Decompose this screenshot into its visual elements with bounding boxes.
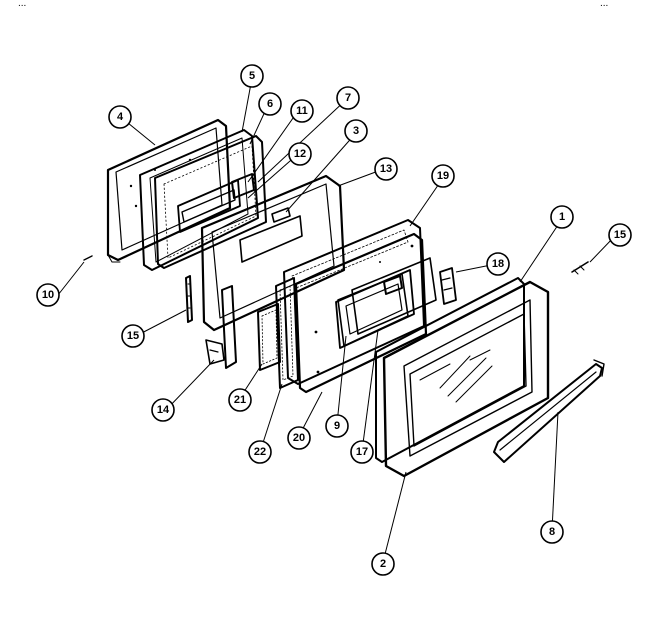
callout-12: 12 bbox=[288, 142, 312, 166]
callout-8-label: 8 bbox=[549, 526, 555, 538]
header-fragment-right: ... bbox=[600, 0, 608, 9]
callout-1-label: 1 bbox=[559, 211, 565, 223]
part-small-bracket bbox=[439, 267, 457, 305]
part-outer-door-frame bbox=[382, 280, 550, 478]
callout-4-label: 4 bbox=[117, 111, 124, 123]
callout-15-right: 15 bbox=[608, 223, 632, 247]
callout-13: 13 bbox=[374, 157, 398, 181]
part-hinge-strip-left bbox=[185, 275, 193, 323]
part-door-liner bbox=[200, 174, 346, 332]
part-door-handle bbox=[493, 359, 605, 463]
callout-6-label: 6 bbox=[267, 98, 273, 110]
part-inner-insulation-panel bbox=[154, 135, 267, 269]
callout-13-label: 13 bbox=[380, 163, 392, 175]
callout-15-left: 15 bbox=[121, 324, 145, 348]
callout-21: 21 bbox=[228, 388, 252, 412]
header-fragment-left: ... bbox=[18, 0, 26, 9]
callout-3: 3 bbox=[344, 119, 368, 143]
part-front-glass-gasket bbox=[375, 277, 525, 463]
callout-17-label: 17 bbox=[356, 446, 368, 458]
callout-14: 14 bbox=[151, 398, 175, 422]
callout-22: 22 bbox=[248, 440, 272, 464]
callout-18: 18 bbox=[486, 252, 510, 276]
callout-9: 9 bbox=[325, 414, 349, 438]
callout-19: 19 bbox=[431, 164, 455, 188]
part-screw-right bbox=[571, 261, 589, 275]
callout-6: 6 bbox=[258, 92, 282, 116]
callout-20: 20 bbox=[287, 426, 311, 450]
callout-5: 5 bbox=[240, 64, 264, 88]
part-insulation-batt bbox=[257, 303, 281, 371]
part-screw bbox=[83, 255, 93, 261]
callout-5-label: 5 bbox=[249, 70, 255, 82]
callout-7: 7 bbox=[336, 86, 360, 110]
callout-20-label: 20 bbox=[293, 432, 305, 444]
callout-3-label: 3 bbox=[353, 125, 359, 137]
callout-11-label: 11 bbox=[296, 105, 308, 117]
callout-10: 10 bbox=[36, 283, 60, 307]
callout-22-label: 22 bbox=[254, 446, 266, 458]
part-hinge bbox=[205, 285, 237, 369]
callout-19-label: 19 bbox=[437, 170, 449, 182]
callout-17: 17 bbox=[350, 440, 374, 464]
callout-7-label: 7 bbox=[345, 92, 351, 104]
callout-18-label: 18 bbox=[492, 258, 504, 270]
part-glass-pane bbox=[351, 257, 437, 335]
leader-lines bbox=[57, 77, 615, 563]
callout-14-label: 14 bbox=[157, 404, 170, 416]
callout-4: 4 bbox=[108, 105, 132, 129]
callout-2-label: 2 bbox=[380, 558, 386, 570]
callout-15-left-label: 15 bbox=[127, 330, 139, 342]
callout-9-label: 9 bbox=[334, 420, 340, 432]
callout-11: 11 bbox=[290, 99, 314, 123]
callout-12-label: 12 bbox=[294, 148, 306, 160]
part-window-frame bbox=[335, 269, 415, 349]
callout-8: 8 bbox=[540, 520, 564, 544]
part-insulation-panel bbox=[275, 277, 299, 389]
callout-10-label: 10 bbox=[42, 289, 54, 301]
callout-21-label: 21 bbox=[234, 394, 246, 406]
callout-2: 2 bbox=[371, 552, 395, 576]
part-rear-glass-frame bbox=[139, 129, 259, 271]
callout-1: 1 bbox=[550, 205, 574, 229]
callout-15-right-label: 15 bbox=[614, 229, 626, 241]
